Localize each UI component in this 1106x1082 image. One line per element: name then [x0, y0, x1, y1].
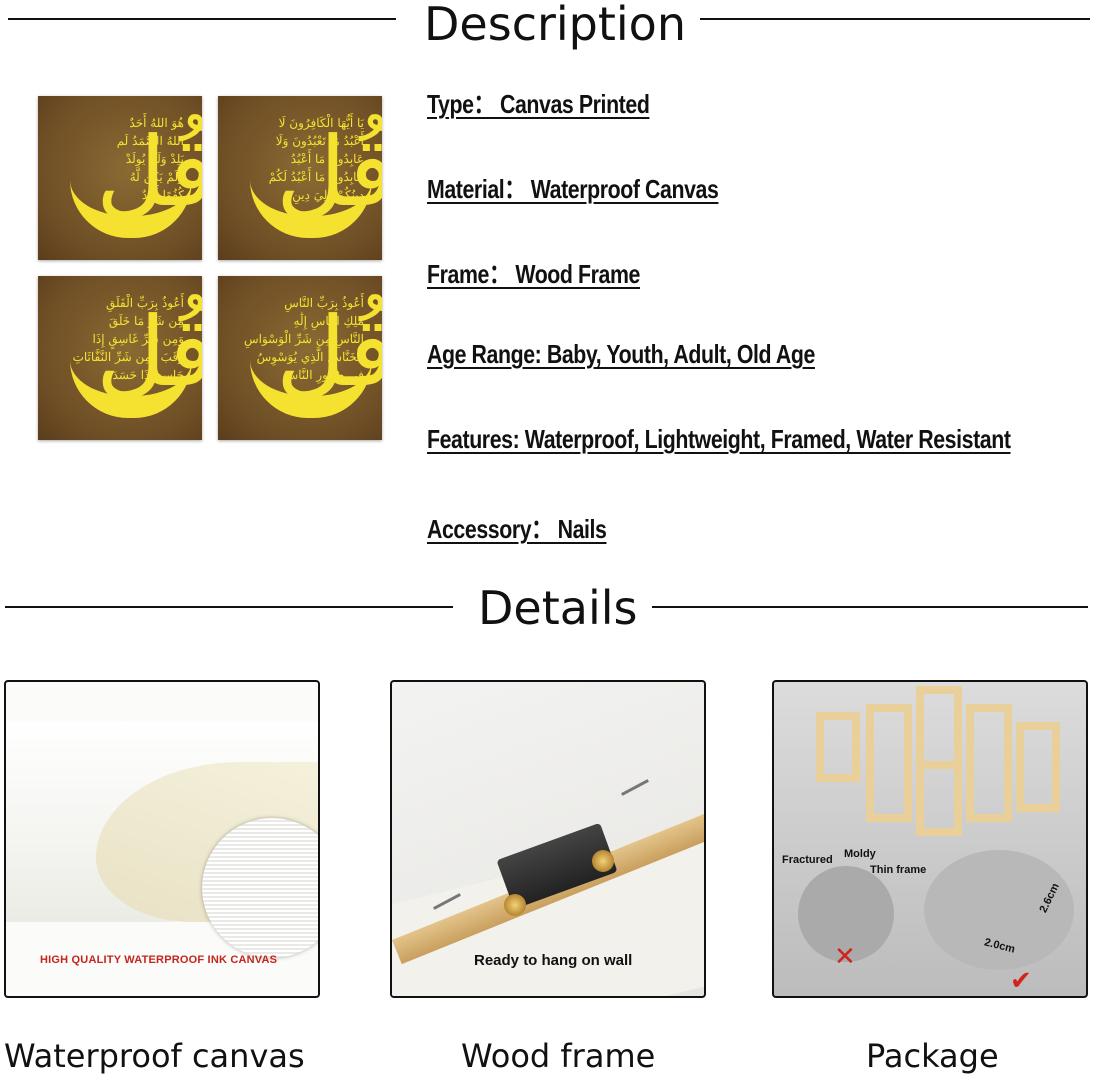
verse-line: أَعْبُدُ مَا تَعْبُدُونَ وَلَا — [275, 134, 364, 148]
verse-line: وَمِن شَرِّ غَاسِقٍ إِذَا — [92, 332, 184, 346]
heading-divider-left — [5, 606, 453, 608]
verse-line: يَلِدْ وَلَمْ يُولَدْ — [125, 152, 184, 166]
waterproof-canvas-photo: HIGH QUALITY WATERPROOF INK CANVAS — [4, 680, 320, 998]
crescent-stroke — [70, 180, 192, 238]
verse-line: أَعُوذُ بِرَبِّ النَّاسِ — [284, 296, 364, 310]
package-photo: Fractured Moldy Thin frame 2.6cm 2.0cm ✕… — [772, 680, 1088, 998]
verse-line: عَابِدُونَ مَا أَعْبُدُ — [290, 152, 364, 166]
stretcher-frame — [966, 704, 1012, 822]
stretcher-frame — [1016, 722, 1060, 812]
heading-divider-right — [652, 606, 1088, 608]
crescent-stroke — [250, 360, 372, 418]
details-heading-bar: Details — [0, 578, 1106, 638]
wood-frame-photo: Ready to hang on wall — [390, 680, 706, 998]
moldy-label: Moldy — [844, 848, 876, 860]
waterproof-canvas-caption: Waterproof canvas — [4, 1037, 305, 1075]
verse-line: مِن شَرِّ مَا خَلَقَ — [108, 314, 184, 328]
canvas-quality-label: HIGH QUALITY WATERPROOF INK CANVAS — [40, 954, 278, 966]
verse-line: النَّاسِ مِن شَرِّ الْوَسْوَاسِ — [243, 332, 364, 346]
stretcher-frame — [816, 712, 860, 782]
product-panel-set: هُوَ اللهُ أَحَدٌ اللهُ الصَّمَدُ لَم يَ… — [38, 96, 404, 442]
verse-line: أَعُوذُ بِرَبِّ الْفَلَقِ — [106, 296, 184, 310]
screw-icon — [504, 894, 526, 916]
stretcher-frame — [866, 704, 912, 822]
thin-frame-label: Thin frame — [870, 864, 927, 876]
description-heading: Description — [424, 0, 686, 51]
staple — [621, 779, 649, 796]
description-heading-bar: Description — [0, 0, 1106, 54]
package-caption: Package — [866, 1037, 999, 1075]
spec-material: Material： Waterproof Canvas — [427, 174, 719, 204]
crescent-stroke — [70, 360, 192, 418]
defect-closeup — [798, 866, 894, 962]
verse-line: مَلِكِ النَّاسِ إِلَٰهِ — [293, 314, 364, 328]
verse-line: يَا أَيُّهَا الْكَافِرُونَ لَا — [278, 116, 364, 130]
hang-ready-label: Ready to hang on wall — [474, 952, 633, 969]
approve-check-icon: ✔ — [1010, 966, 1032, 996]
canvas-texture-closeup — [202, 818, 318, 958]
spec-accessory: Accessory： Nails — [427, 514, 607, 544]
spec-frame: Frame： Wood Frame — [427, 259, 640, 289]
crescent-stroke — [250, 180, 372, 238]
quality-closeup — [924, 850, 1074, 970]
heading-divider-left — [8, 18, 396, 20]
spec-features: Features: Waterproof, Lightweight, Frame… — [427, 424, 1011, 454]
verse-line: هُوَ اللهُ أَحَدٌ — [129, 116, 184, 130]
screw-icon — [592, 850, 614, 872]
wood-frame-caption: Wood frame — [461, 1037, 656, 1075]
stretcher-frame — [916, 686, 962, 836]
calligraphy-panel-nas: أَعُوذُ بِرَبِّ النَّاسِ مَلِكِ النَّاسِ… — [218, 276, 382, 440]
spec-age-range: Age Range: Baby, Youth, Adult, Old Age — [427, 339, 815, 369]
fractured-label: Fractured — [782, 854, 833, 866]
calligraphy-panel-ikhlas: هُوَ اللهُ أَحَدٌ اللهُ الصَّمَدُ لَم يَ… — [38, 96, 202, 260]
verse-line: اللهُ الصَّمَدُ لَم — [116, 134, 184, 148]
spec-type: Type： Canvas Printed — [427, 89, 650, 119]
heading-divider-right — [700, 18, 1090, 20]
calligraphy-panel-falaq: أَعُوذُ بِرَبِّ الْفَلَقِ مِن شَرِّ مَا … — [38, 276, 202, 440]
calligraphy-panel-kafirun: يَا أَيُّهَا الْكَافِرُونَ لَا أَعْبُدُ … — [218, 96, 382, 260]
details-heading: Details — [478, 581, 638, 635]
reject-icon: ✕ — [834, 942, 856, 972]
